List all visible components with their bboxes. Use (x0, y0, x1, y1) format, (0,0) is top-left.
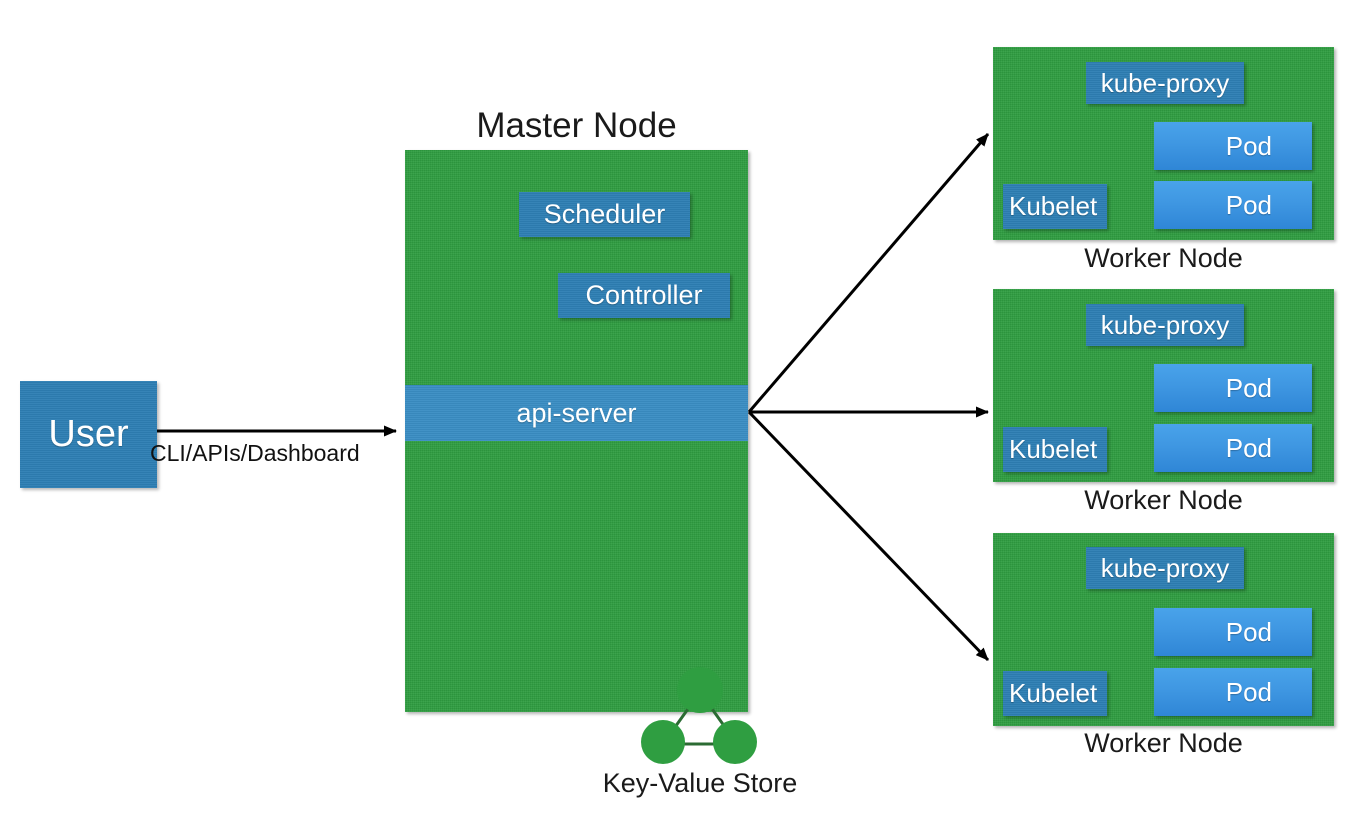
arrow-apiserver-to-worker-1 (747, 133, 990, 413)
pod-label: Pod (1225, 130, 1272, 161)
worker-node-1-pod-2: Pod (1154, 181, 1312, 229)
pod-label: Pod (1225, 432, 1272, 463)
pod-label: Pod (1225, 372, 1272, 403)
master-node-title: Master Node (476, 106, 677, 145)
kube-proxy-label: kube-proxy (1100, 552, 1230, 583)
worker-node-3-pod-1: Pod (1154, 608, 1312, 656)
worker-node-1-caption: Worker Node (1084, 243, 1243, 273)
worker-node-2-kubelet: Kubelet (1003, 427, 1107, 472)
controller-box: Controller (558, 273, 730, 318)
scheduler-label: Scheduler (543, 199, 666, 229)
worker-node-1-kubelet: Kubelet (1003, 184, 1107, 229)
pod-label: Pod (1225, 616, 1272, 647)
key-value-store-label: Key-Value Store (602, 768, 798, 798)
etcd-three-node-icon (641, 667, 757, 764)
kubelet-label: Kubelet (1009, 678, 1098, 708)
kubelet-label: Kubelet (1009, 434, 1098, 464)
user-box: User (20, 381, 157, 488)
controller-label: Controller (585, 280, 703, 310)
pod-label: Pod (1225, 189, 1272, 220)
api-server-label: api-server (516, 397, 637, 428)
user-label: User (48, 413, 129, 455)
api-server-band: api-server (405, 385, 748, 441)
worker-node-3-caption: Worker Node (1084, 728, 1243, 758)
kubelet-label: Kubelet (1009, 191, 1098, 221)
arrow-apiserver-to-worker-3 (747, 410, 990, 662)
scheduler-box: Scheduler (519, 192, 690, 237)
worker-node-1-kube-proxy: kube-proxy (1086, 62, 1244, 104)
pod-label: Pod (1225, 676, 1272, 707)
kube-proxy-label: kube-proxy (1100, 67, 1230, 98)
worker-node-2-kube-proxy: kube-proxy (1086, 304, 1244, 346)
worker-node-3-kubelet: Kubelet (1003, 671, 1107, 716)
worker-node-2-pod-1: Pod (1154, 364, 1312, 412)
worker-node-3-pod-2: Pod (1154, 668, 1312, 716)
worker-node-3-kube-proxy: kube-proxy (1086, 547, 1244, 589)
kube-proxy-label: kube-proxy (1100, 309, 1230, 340)
cli-apis-dashboard-label: CLI/APIs/Dashboard (150, 440, 360, 466)
worker-node-2-caption: Worker Node (1084, 485, 1243, 515)
worker-node-1-pod-1: Pod (1154, 122, 1312, 170)
worker-node-2-pod-2: Pod (1154, 424, 1312, 472)
